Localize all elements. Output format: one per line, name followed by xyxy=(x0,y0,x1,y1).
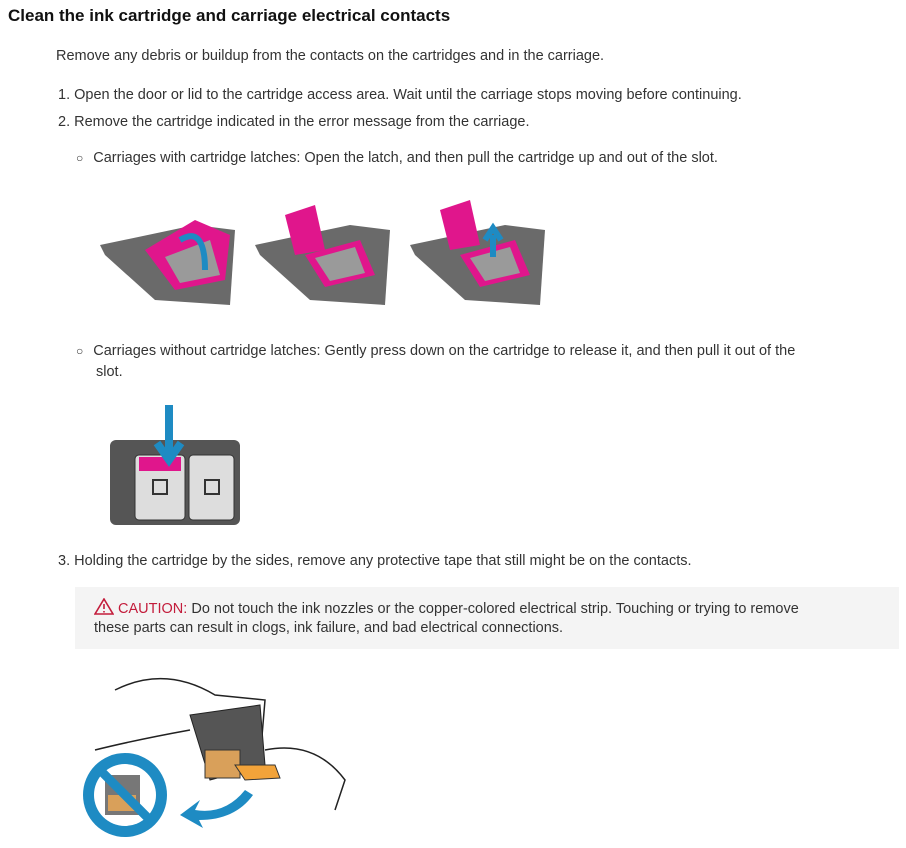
cartridge-handling-illustration xyxy=(83,677,346,837)
step-text: Remove the cartridge indicated in the er… xyxy=(74,114,530,130)
bullet-text: Carriages with cartridge latches: Open t… xyxy=(93,150,718,166)
bullet-icon: ○ xyxy=(76,344,84,358)
caution-line-1: CAUTION: Do not touch the ink nozzles or… xyxy=(93,597,799,617)
step-text: Holding the cartridge by the sides, remo… xyxy=(74,553,692,569)
step-1: 1. Open the door or lid to the cartridge… xyxy=(58,87,742,103)
carriage-cartridge-lift xyxy=(410,200,545,305)
no-latch-carriage-illustration xyxy=(110,405,240,525)
bullet-text: Carriages without cartridge latches: Gen… xyxy=(93,343,796,359)
bullet-2-cont: slot. xyxy=(96,364,123,380)
step-number: 3. xyxy=(58,553,71,569)
warning-triangle-icon xyxy=(93,597,115,615)
bullet-icon: ○ xyxy=(76,151,84,165)
intro-text: Remove any debris or buildup from the co… xyxy=(56,48,605,64)
caution-label: CAUTION: xyxy=(118,601,188,617)
step-text: Open the door or lid to the cartridge ac… xyxy=(74,87,742,103)
caution-box: CAUTION: Do not touch the ink nozzles or… xyxy=(75,587,899,649)
caution-line-2: these parts can result in clogs, ink fai… xyxy=(94,620,564,636)
bullet-2: ○ Carriages without cartridge latches: Ge… xyxy=(76,343,795,359)
page-title: Clean the ink cartridge and carriage ele… xyxy=(8,6,451,25)
step-2: 2. Remove the cartridge indicated in the… xyxy=(58,114,529,130)
step-3: 3. Holding the cartridge by the sides, r… xyxy=(58,553,692,569)
step-number: 2. xyxy=(58,114,71,130)
caution-text: Do not touch the ink nozzles or the copp… xyxy=(187,601,799,617)
latch-carriage-illustration xyxy=(100,200,545,305)
carriage-latch-open xyxy=(255,205,390,305)
carriage-latch-opening xyxy=(100,220,235,305)
step-number: 1. xyxy=(58,87,71,103)
bullet-1: ○ Carriages with cartridge latches: Open … xyxy=(76,150,718,166)
